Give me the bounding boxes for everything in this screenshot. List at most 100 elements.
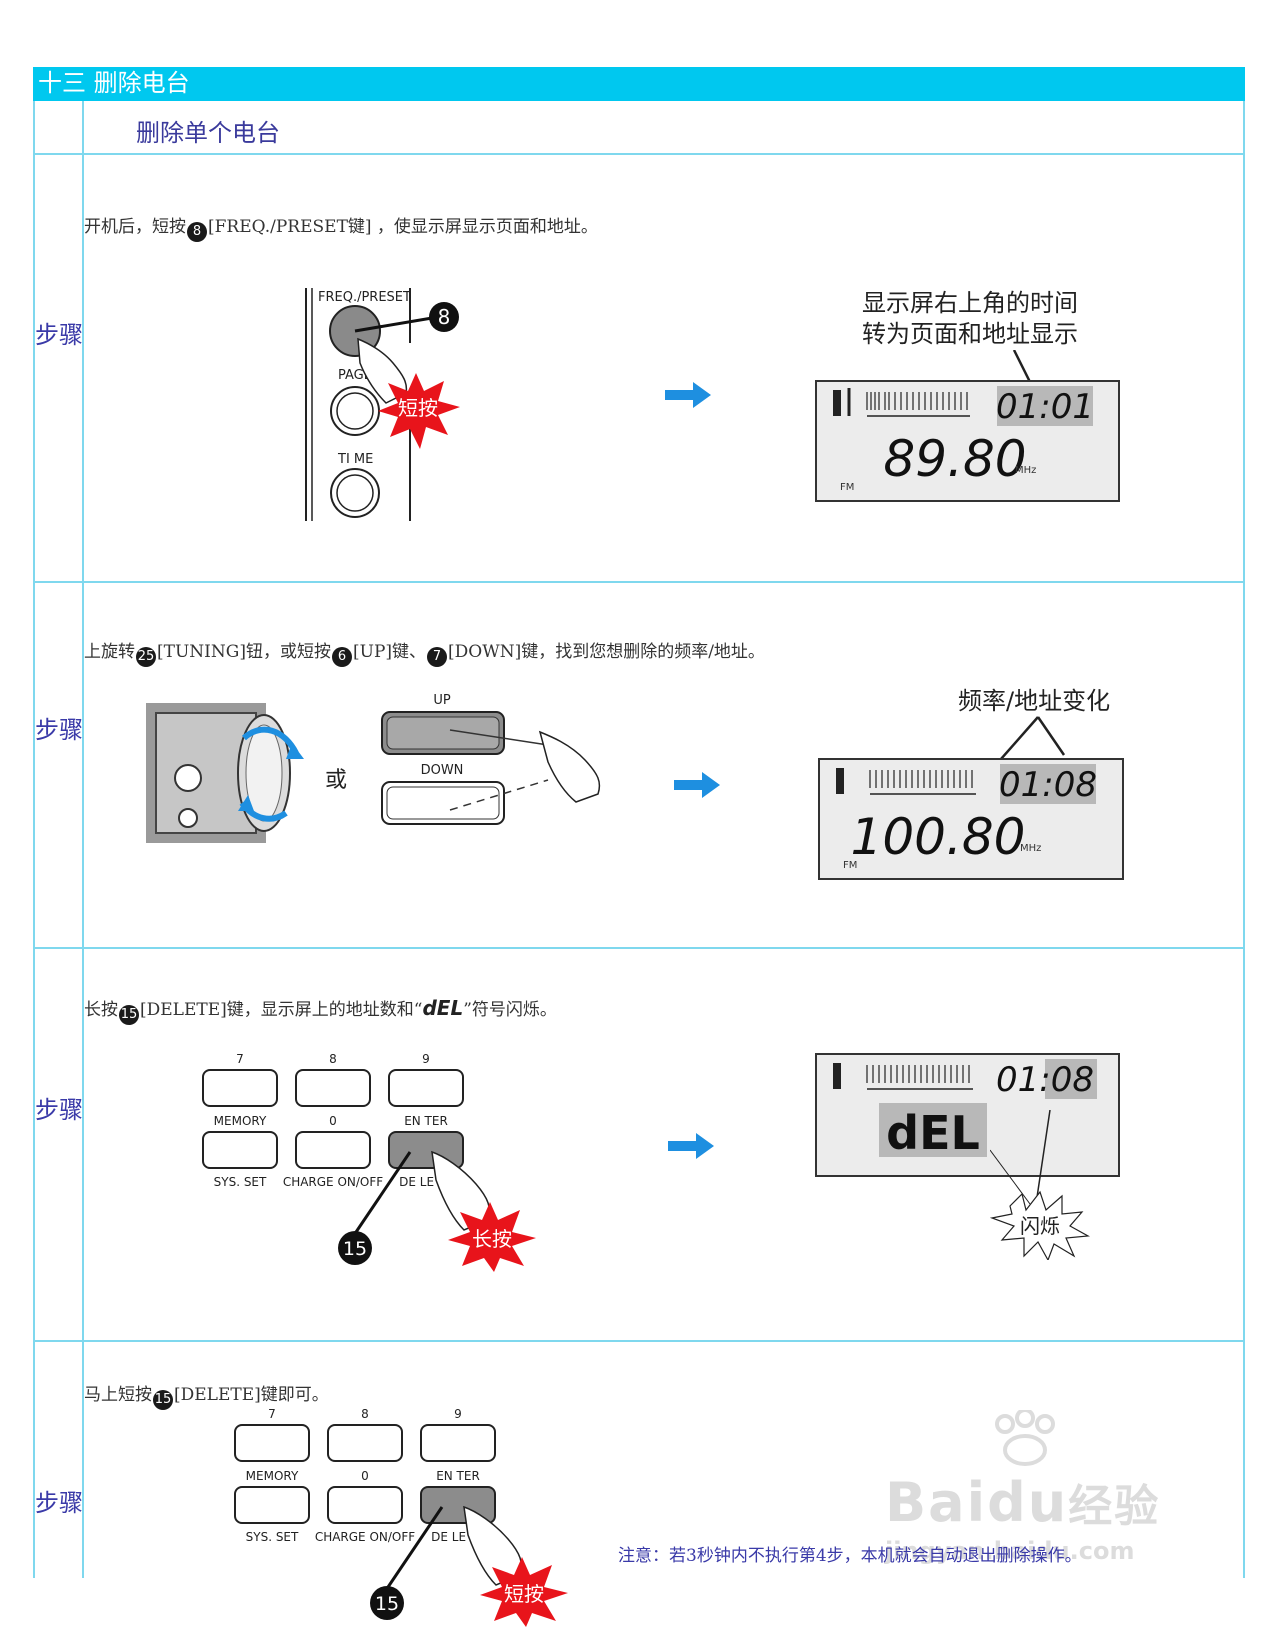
key-label-9: 9 <box>422 1052 430 1066</box>
step-2-text-post: [DOWN]键，找到您想删除的频率/地址。 <box>448 642 765 662</box>
freq-preset-key-label: FREQ./PRESET <box>318 290 411 305</box>
subsection-title: 删除单个电台 <box>136 119 280 147</box>
callout-circle <box>429 302 459 332</box>
frame-row-divider <box>33 153 1245 155</box>
step-2-text-mid: [UP]键、 <box>352 642 427 662</box>
arrow-right-icon <box>674 772 720 798</box>
frame-row-divider <box>33 1340 1245 1342</box>
step-label: 步骤 <box>35 321 83 349</box>
lcd-frequency: 89.80 <box>883 430 1026 488</box>
up-key-label: UP <box>433 693 451 708</box>
lcd-unit: MHz <box>1020 843 1041 854</box>
delete-key-longpress-illustration: 7 8 9 MEMORY 0 EN TER SYS. SET CHARGE ON… <box>202 1052 536 1272</box>
step-2-text-mid: [TUNING]钮，或短按 <box>157 642 331 662</box>
key-label-0: 0 <box>361 1469 369 1483</box>
step-label: 步骤 <box>35 716 83 744</box>
watermark-logo: Baidu经验 <box>885 1470 1160 1534</box>
enter-key-label: EN TER <box>436 1469 480 1483</box>
lcd-display: 01:08 100.80 MHz FM <box>818 758 1124 880</box>
lcd-time: 01:01 <box>996 387 1094 427</box>
enter-key-label: EN TER <box>404 1114 448 1128</box>
key-number-badge: 15 <box>153 1390 173 1410</box>
memory-key-label: MEMORY <box>214 1114 267 1128</box>
quote-open: “ <box>413 1000 423 1020</box>
burst-label: 长按 <box>472 1227 512 1251</box>
key-number-badge: 7 <box>427 647 448 667</box>
burst-icon <box>480 1557 568 1627</box>
key-number-badge: 15 <box>119 1005 139 1025</box>
burst-label: 短按 <box>504 1582 544 1606</box>
key-label-0: 0 <box>329 1114 337 1128</box>
callout-number: 15 <box>343 1238 367 1260</box>
lcd-display: 01:08 dEL <box>815 1053 1120 1177</box>
quote-close: ” <box>463 1000 472 1020</box>
step-3-text-post: 符号闪烁。 <box>471 1000 557 1020</box>
charge-key-label: CHARGE ON/OFF <box>315 1530 415 1544</box>
section-title-bar <box>33 67 1245 101</box>
callout-circle <box>338 1231 372 1265</box>
step-label: 步骤 <box>35 1489 83 1517</box>
key-label-7: 7 <box>268 1407 276 1421</box>
burst-label: 短按 <box>398 396 438 420</box>
lcd-del-symbol: dEL <box>886 1106 980 1160</box>
step-1-text-post: [FREQ./PRESET键] ，使显示屏显示页面和地址。 <box>208 217 598 237</box>
or-label: 或 <box>325 768 348 793</box>
lcd-annotation: 频率/地址变化 <box>958 687 1111 715</box>
watermark-logo-text: Bai <box>885 1471 988 1534</box>
frame-right-border <box>1243 101 1245 1578</box>
callout-circle <box>370 1586 404 1620</box>
watermark-url: jingyan.baidu.com <box>885 1537 1135 1565</box>
key-label-8: 8 <box>361 1407 369 1421</box>
frame-row-divider <box>33 947 1245 949</box>
flash-label: 闪烁 <box>1020 1214 1060 1238</box>
step-4-text-post: [DELETE]键即可。 <box>174 1385 329 1405</box>
section-title: 十三 删除电台 <box>38 69 190 97</box>
tuning-knob-illustration <box>146 703 304 843</box>
freq-preset-key-illustration: FREQ./PRESET 8 PAGE TI ME 短按 <box>305 288 460 521</box>
lcd-mode: FM <box>840 482 854 493</box>
delete-key-shortpress-illustration: 7 8 9 MEMORY 0 EN TER SYS. SET CHARGE ON… <box>234 1407 568 1627</box>
step-3-text-pre: 长按 <box>84 1000 118 1020</box>
step-4-text-pre: 马上短按 <box>84 1385 152 1405</box>
del-symbol: dEL <box>422 996 464 1020</box>
lcd-time: 01:08 <box>996 1060 1094 1100</box>
frame-row-divider <box>33 581 1245 583</box>
step-label: 步骤 <box>35 1096 83 1124</box>
key-number-badge: 8 <box>187 222 207 242</box>
time-key-label: TI ME <box>337 452 373 467</box>
lcd-annotation-line: 转为页面和地址显示 <box>862 320 1078 348</box>
lcd-unit: MHz <box>1015 465 1036 476</box>
key-label-7: 7 <box>236 1052 244 1066</box>
key-number-badge: 6 <box>331 647 352 667</box>
lcd-mode: FM <box>843 860 857 871</box>
key-label-9: 9 <box>454 1407 462 1421</box>
burst-icon <box>378 373 460 449</box>
callout-number: 8 <box>438 305 451 329</box>
finger-icon <box>538 730 601 803</box>
arrow-right-icon <box>668 1133 714 1159</box>
key-label-8: 8 <box>329 1052 337 1066</box>
charge-key-label: CHARGE ON/OFF <box>283 1175 383 1189</box>
frame-column-divider <box>82 101 84 1578</box>
lcd-display: 01:01 89.80 MHz FM <box>815 380 1120 502</box>
memory-key-label: MEMORY <box>246 1469 299 1483</box>
sys-set-key-label: SYS. SET <box>214 1175 267 1189</box>
lcd-time: 01:08 <box>999 765 1097 805</box>
arrow-right-icon <box>665 382 711 408</box>
frame-left-border <box>33 101 35 1578</box>
lcd-annotation-line: 显示屏右上角的时间 <box>862 289 1078 317</box>
flash-callout: 闪烁 <box>990 1110 1090 1260</box>
step-1-text-pre: 开机后，短按 <box>84 217 186 237</box>
key-number-badge: 25 <box>136 647 156 667</box>
paw-icon <box>995 1410 1055 1466</box>
step-2-text-pre: 上旋转 <box>84 642 135 662</box>
sys-set-key-label: SYS. SET <box>246 1530 299 1544</box>
callout-number: 15 <box>375 1593 399 1615</box>
down-key-label: DOWN <box>421 763 464 778</box>
note-text: 注意：若3秒钟内不执行第4步，本机就会自动退出删除操作。 <box>618 1546 1082 1566</box>
watermark-jingyan: 经验 <box>1068 1481 1161 1532</box>
